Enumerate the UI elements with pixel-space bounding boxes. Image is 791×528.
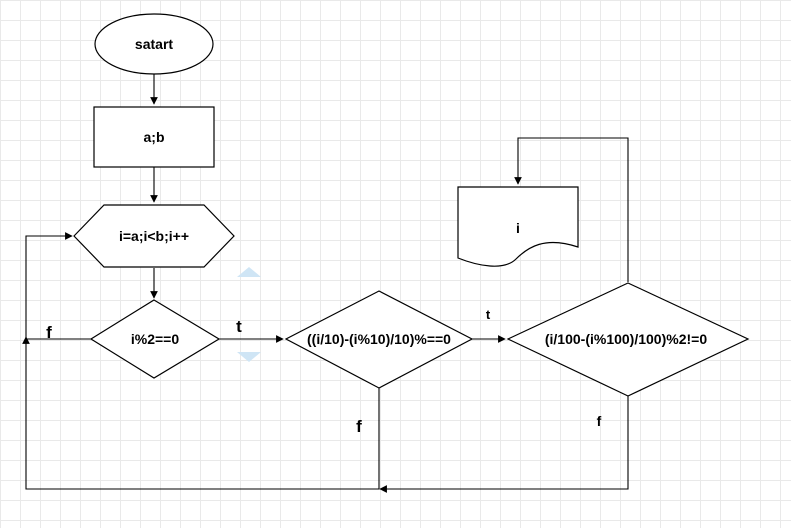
input-node[interactable]: a;b	[93, 106, 215, 168]
cond2-label: ((i/10)-(i%10)/10)%==0	[307, 331, 451, 347]
handle-down-icon[interactable]	[237, 352, 261, 362]
cond2-node[interactable]: ((i/10)-(i%10)/10)%==0	[284, 290, 474, 389]
cond2-true-label: t	[486, 307, 491, 322]
start-label: satart	[135, 36, 173, 52]
loop-node[interactable]: i=a;i<b;i++	[73, 204, 235, 268]
cond1-label: i%2==0	[131, 331, 179, 347]
cond3-node[interactable]: (i/100-(i%100)/100)%2!=0	[506, 282, 750, 397]
input-label: a;b	[144, 129, 165, 145]
edges	[22, 74, 629, 493]
cond3-label: (i/100-(i%100)/100)%2!=0	[545, 331, 707, 347]
output-node[interactable]: i	[457, 186, 579, 267]
edge-cond2-false-return[interactable]	[22, 336, 380, 490]
edge-cond3-false-to-merge[interactable]	[379, 396, 629, 493]
output-label: i	[516, 220, 520, 236]
edge-cond1-false-to-loop[interactable]	[25, 232, 91, 340]
loop-label: i=a;i<b;i++	[119, 228, 189, 244]
edge-cond3-true-to-output[interactable]	[514, 137, 629, 282]
handle-up-icon[interactable]	[237, 267, 261, 277]
start-node[interactable]: satart	[94, 13, 214, 75]
cond1-false-label: f	[46, 323, 52, 342]
cond1-node[interactable]: i%2==0	[89, 299, 221, 379]
cond1-true-label: t	[236, 317, 242, 336]
cond3-false-label: f	[597, 413, 602, 429]
cond2-false-label: f	[356, 417, 362, 436]
